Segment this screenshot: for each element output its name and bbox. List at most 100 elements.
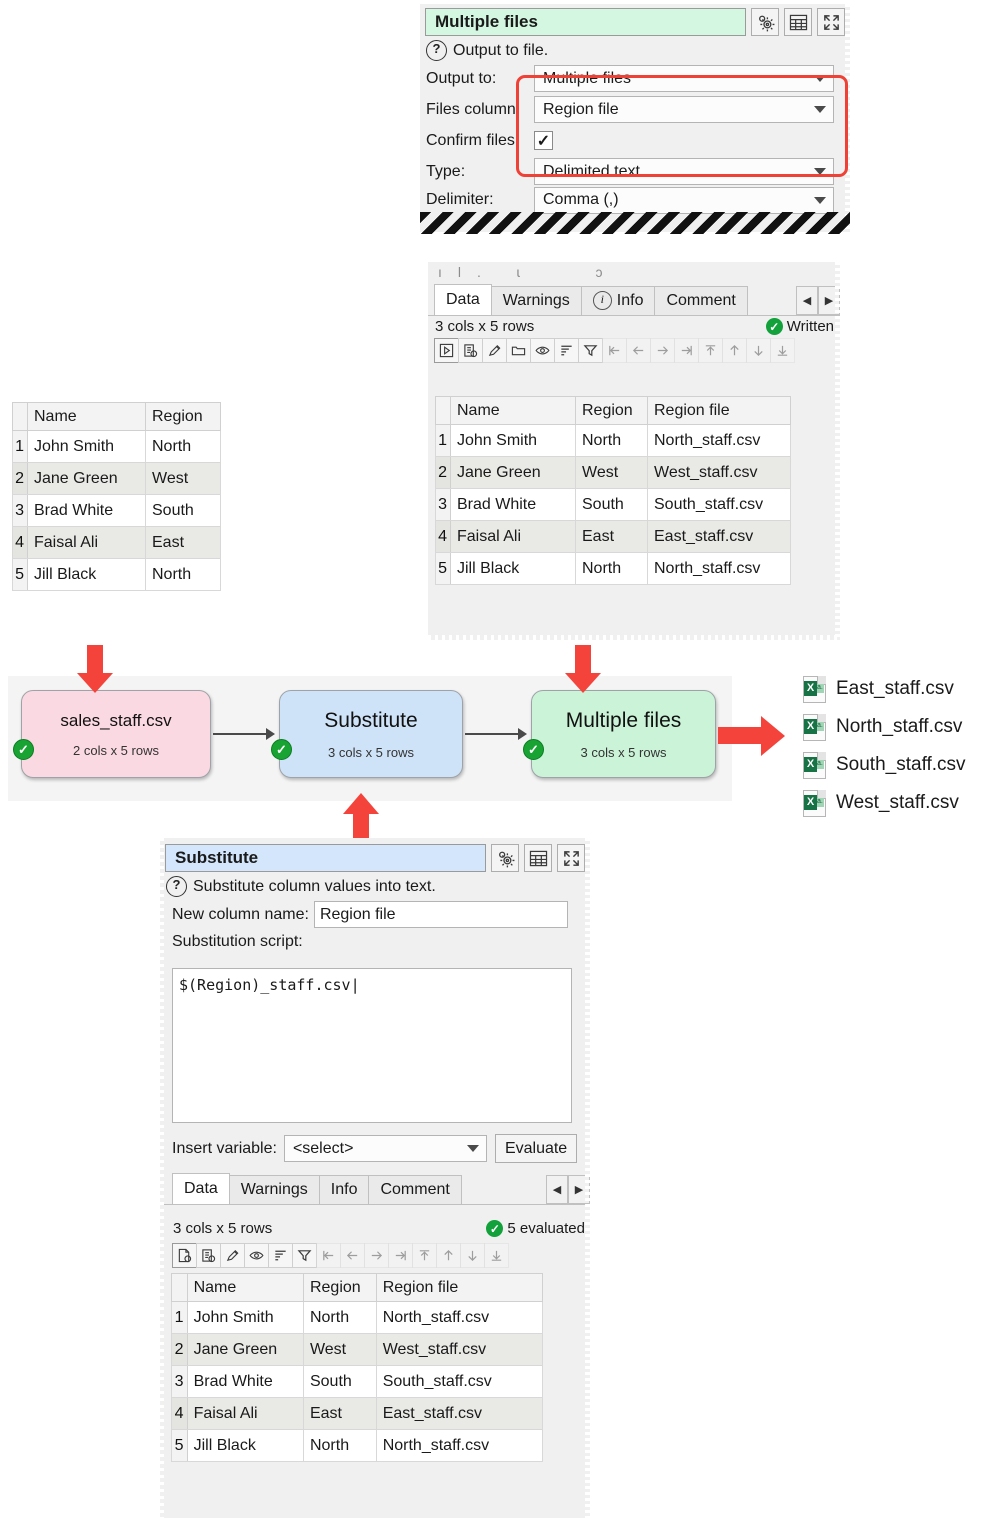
tab-comment[interactable]: Comment bbox=[654, 286, 748, 315]
last-col-icon[interactable] bbox=[674, 338, 699, 363]
col-header-name[interactable]: Name bbox=[186, 1273, 304, 1302]
col-header-region[interactable]: Region bbox=[145, 402, 221, 431]
cell-name[interactable]: John Smith bbox=[27, 430, 146, 463]
evaluate-button[interactable]: Evaluate bbox=[494, 1134, 578, 1163]
delimiter-combo[interactable]: Comma (,) bbox=[534, 186, 834, 214]
cell-region-file[interactable]: East_staff.csv bbox=[375, 1397, 544, 1430]
tab-scroll-next[interactable]: ▶ bbox=[818, 286, 840, 315]
run-icon[interactable] bbox=[434, 338, 459, 363]
cell-region-file[interactable]: South_staff.csv bbox=[375, 1365, 544, 1398]
cell-region[interactable]: South bbox=[302, 1365, 377, 1398]
col-header-name[interactable]: Name bbox=[27, 402, 146, 431]
settings-gear-icon[interactable] bbox=[491, 844, 519, 872]
edit-icon[interactable] bbox=[220, 1243, 245, 1268]
cell-name[interactable]: Jill Black bbox=[450, 552, 576, 585]
next-col-icon[interactable] bbox=[364, 1243, 389, 1268]
cell-region-file[interactable]: West_staff.csv bbox=[647, 456, 791, 489]
cell-name[interactable]: Jill Black bbox=[27, 558, 146, 591]
cell-region-file[interactable]: North_staff.csv bbox=[375, 1301, 544, 1334]
substitute-data-grid[interactable]: Name Region Region file 1 John Smith Nor… bbox=[171, 1273, 544, 1462]
cell-region-file[interactable]: North_staff.csv bbox=[375, 1429, 544, 1462]
sort-icon[interactable] bbox=[268, 1243, 293, 1268]
type-combo[interactable]: Delimited text bbox=[534, 158, 834, 185]
confirm-files-checkbox[interactable]: ✓ bbox=[534, 131, 553, 150]
table-icon[interactable] bbox=[784, 8, 812, 36]
tab-warnings[interactable]: Warnings bbox=[490, 286, 582, 315]
col-header-name[interactable]: Name bbox=[450, 396, 576, 425]
prev-col-icon[interactable] bbox=[626, 338, 651, 363]
cell-name[interactable]: Faisal Ali bbox=[450, 520, 576, 553]
expand-icon[interactable] bbox=[817, 8, 845, 36]
insert-variable-combo[interactable]: <select> bbox=[283, 1135, 487, 1162]
cell-region-file[interactable]: North_staff.csv bbox=[647, 424, 791, 457]
tab-comment[interactable]: Comment bbox=[368, 1175, 462, 1204]
cell-region-file[interactable]: East_staff.csv bbox=[647, 520, 791, 553]
new-file-icon[interactable] bbox=[172, 1243, 197, 1268]
cell-region[interactable]: West bbox=[145, 462, 221, 495]
cell-region[interactable]: South bbox=[575, 488, 648, 521]
eye-icon[interactable] bbox=[530, 338, 555, 363]
cell-name[interactable]: Faisal Ali bbox=[186, 1397, 304, 1430]
last-col-icon[interactable] bbox=[388, 1243, 413, 1268]
substitution-script-textarea[interactable]: $(Region)_staff.csv| bbox=[172, 968, 572, 1123]
cell-region[interactable]: North bbox=[145, 558, 221, 591]
col-header-region-file[interactable]: Region file bbox=[647, 396, 791, 425]
cell-name[interactable]: Brad White bbox=[450, 488, 576, 521]
tab-scroll-prev[interactable]: ◀ bbox=[796, 286, 818, 315]
first-row-icon[interactable] bbox=[412, 1243, 437, 1268]
cell-name[interactable]: Brad White bbox=[27, 494, 146, 527]
col-header-region[interactable]: Region bbox=[302, 1273, 377, 1302]
files-column-combo[interactable]: Region file bbox=[534, 96, 834, 123]
cell-name[interactable]: Brad White bbox=[186, 1365, 304, 1398]
next-row-icon[interactable] bbox=[460, 1243, 485, 1268]
cell-region[interactable]: North bbox=[575, 424, 648, 457]
eye-icon[interactable] bbox=[244, 1243, 269, 1268]
cell-region[interactable]: East bbox=[302, 1397, 377, 1430]
folder-icon[interactable] bbox=[506, 338, 531, 363]
dialog-title-field[interactable]: Substitute bbox=[165, 844, 486, 872]
edit-icon[interactable] bbox=[482, 338, 507, 363]
cell-region[interactable]: North bbox=[145, 430, 221, 463]
tab-data[interactable]: Data bbox=[434, 284, 492, 315]
paste-icon[interactable] bbox=[458, 338, 483, 363]
cell-region[interactable]: South bbox=[145, 494, 221, 527]
cell-region[interactable]: East bbox=[145, 526, 221, 559]
prev-row-icon[interactable] bbox=[436, 1243, 461, 1268]
cell-name[interactable]: Jane Green bbox=[450, 456, 576, 489]
prev-row-icon[interactable] bbox=[722, 338, 747, 363]
cell-region-file[interactable]: South_staff.csv bbox=[647, 488, 791, 521]
tab-warnings[interactable]: Warnings bbox=[228, 1175, 320, 1204]
cell-region[interactable]: North bbox=[302, 1429, 377, 1462]
cell-region[interactable]: North bbox=[302, 1301, 377, 1334]
cell-name[interactable]: Faisal Ali bbox=[27, 526, 146, 559]
settings-gear-icon[interactable] bbox=[751, 8, 779, 36]
output-data-grid[interactable]: Name Region Region file 1 John Smith Nor… bbox=[435, 396, 791, 585]
paste-icon[interactable] bbox=[196, 1243, 221, 1268]
dialog-title-field[interactable]: Multiple files bbox=[425, 8, 746, 36]
col-header-region-file[interactable]: Region file bbox=[375, 1273, 544, 1302]
last-row-icon[interactable] bbox=[770, 338, 795, 363]
first-row-icon[interactable] bbox=[698, 338, 723, 363]
next-row-icon[interactable] bbox=[746, 338, 771, 363]
filter-icon[interactable] bbox=[292, 1243, 317, 1268]
tab-info[interactable]: Info bbox=[318, 1175, 370, 1204]
flow-node-substitute[interactable]: Substitute 3 cols x 5 rows ✓ bbox=[271, 690, 463, 778]
new-column-name-input[interactable]: Region file bbox=[313, 901, 568, 928]
cell-region[interactable]: West bbox=[575, 456, 648, 489]
table-icon[interactable] bbox=[524, 844, 552, 872]
prev-col-icon[interactable] bbox=[340, 1243, 365, 1268]
cell-name[interactable]: Jane Green bbox=[27, 462, 146, 495]
sort-icon[interactable] bbox=[554, 338, 579, 363]
cell-name[interactable]: John Smith bbox=[186, 1301, 304, 1334]
cell-name[interactable]: Jill Black bbox=[186, 1429, 304, 1462]
expand-icon[interactable] bbox=[557, 844, 585, 872]
help-icon[interactable]: ? bbox=[426, 40, 447, 61]
tab-info[interactable]: i Info bbox=[580, 286, 656, 315]
help-icon[interactable]: ? bbox=[166, 876, 187, 897]
output-to-combo[interactable]: Multiple files bbox=[534, 65, 834, 92]
filter-icon[interactable] bbox=[578, 338, 603, 363]
